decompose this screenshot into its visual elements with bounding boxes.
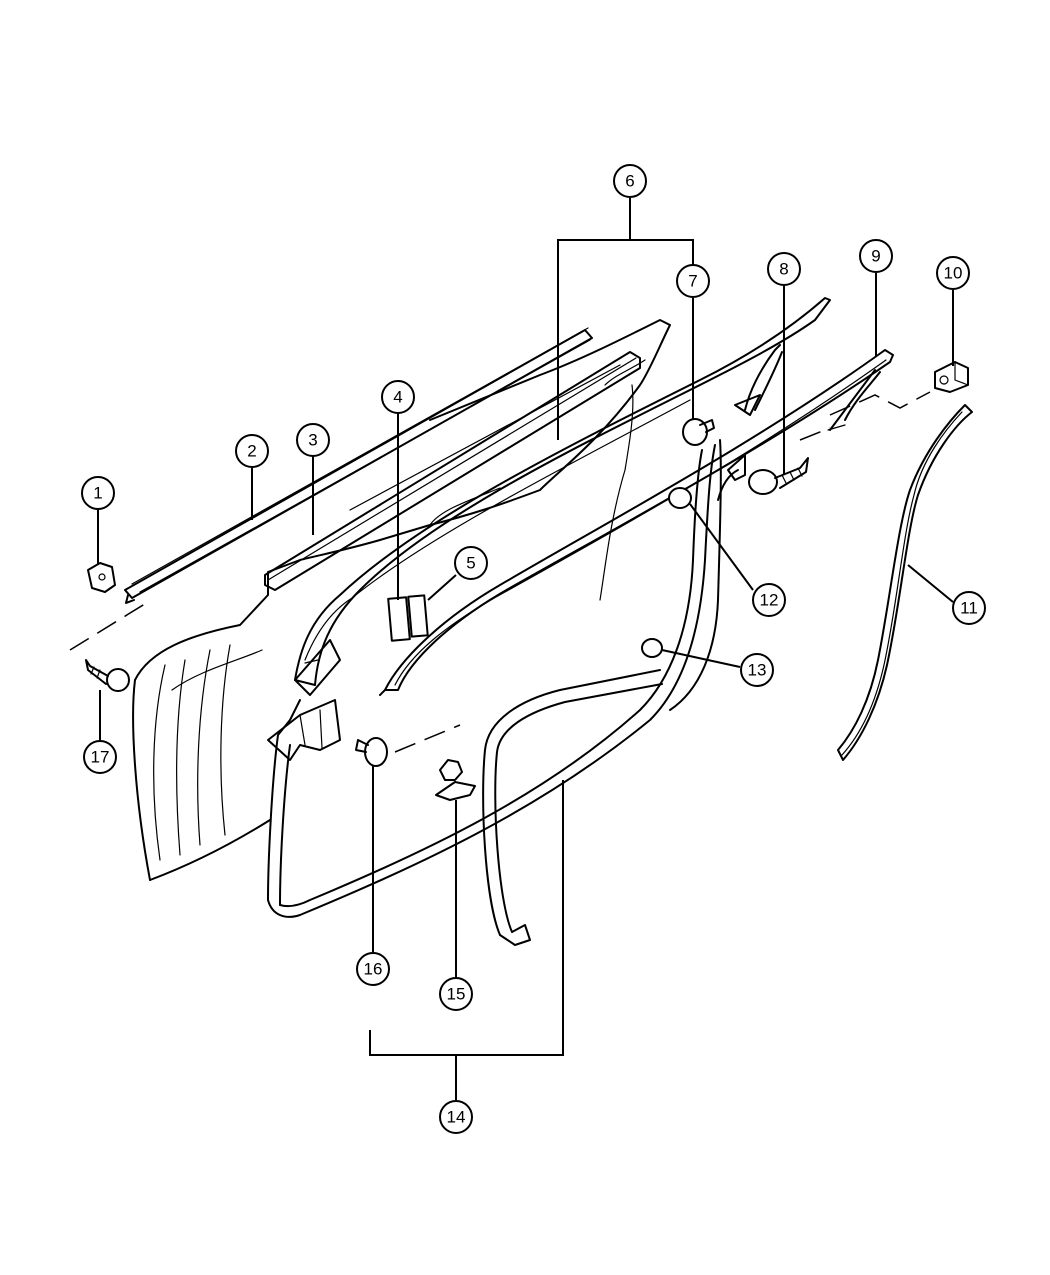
retainer-15 [435, 759, 476, 801]
clip-part-4 [387, 594, 429, 642]
callout-label: 11 [960, 599, 978, 618]
callout-label: 10 [944, 264, 963, 283]
callout-label: 13 [748, 661, 767, 680]
callout-label: 1 [93, 484, 102, 503]
secondary-weatherstrip [379, 404, 973, 761]
callout-label: 8 [779, 260, 788, 279]
alignment-lines [69, 391, 931, 753]
callout-4: 4 [381, 380, 415, 414]
callout-label: 4 [393, 388, 402, 407]
callout-label: 17 [91, 748, 110, 767]
callout-6: 6 [613, 164, 647, 198]
callout-10: 10 [936, 256, 970, 290]
callout-9: 9 [859, 239, 893, 273]
plug-13 [641, 638, 663, 658]
callout-label: 9 [871, 247, 880, 266]
callout-label: 14 [447, 1108, 466, 1127]
callout-12: 12 [752, 583, 786, 617]
callout-label: 16 [364, 960, 383, 979]
push-pin-7 [682, 418, 715, 446]
callout-11: 11 [952, 591, 986, 625]
door-shell [132, 319, 671, 881]
plug-12 [668, 487, 692, 509]
callout-17: 17 [83, 740, 117, 774]
callout-label: 7 [688, 272, 697, 291]
door-weatherstrip-main [267, 439, 722, 946]
door-frame-seal [384, 349, 894, 691]
callout-label: 5 [466, 554, 475, 573]
callout-label: 3 [308, 431, 317, 450]
push-pin-16 [355, 737, 388, 767]
callout-14: 14 [439, 1100, 473, 1134]
callout-label: 6 [625, 172, 634, 191]
clip-10 [934, 361, 969, 393]
upper-bracket [734, 344, 846, 431]
callout-15: 15 [439, 977, 473, 1011]
callout-3: 3 [296, 423, 330, 457]
callout-label: 12 [760, 591, 779, 610]
callout-label: 15 [447, 985, 466, 1004]
belt-weatherstrip-inner [264, 351, 641, 591]
callout-5: 5 [454, 546, 488, 580]
clip-1 [87, 562, 116, 593]
center-bracket [717, 454, 746, 501]
callout-2: 2 [235, 434, 269, 468]
callout-13: 13 [740, 653, 774, 687]
callout-1: 1 [81, 476, 115, 510]
callout-7: 7 [676, 264, 710, 298]
screw-8 [748, 457, 809, 495]
screw-17 [85, 659, 130, 692]
callout-label: 2 [247, 442, 256, 461]
upper-frame-seal [294, 297, 831, 696]
lower-bracket [267, 699, 341, 761]
callout-16: 16 [356, 952, 390, 986]
leader-lines [97, 198, 954, 1100]
callout-8: 8 [767, 252, 801, 286]
belt-weatherstrip-outer [124, 327, 593, 604]
